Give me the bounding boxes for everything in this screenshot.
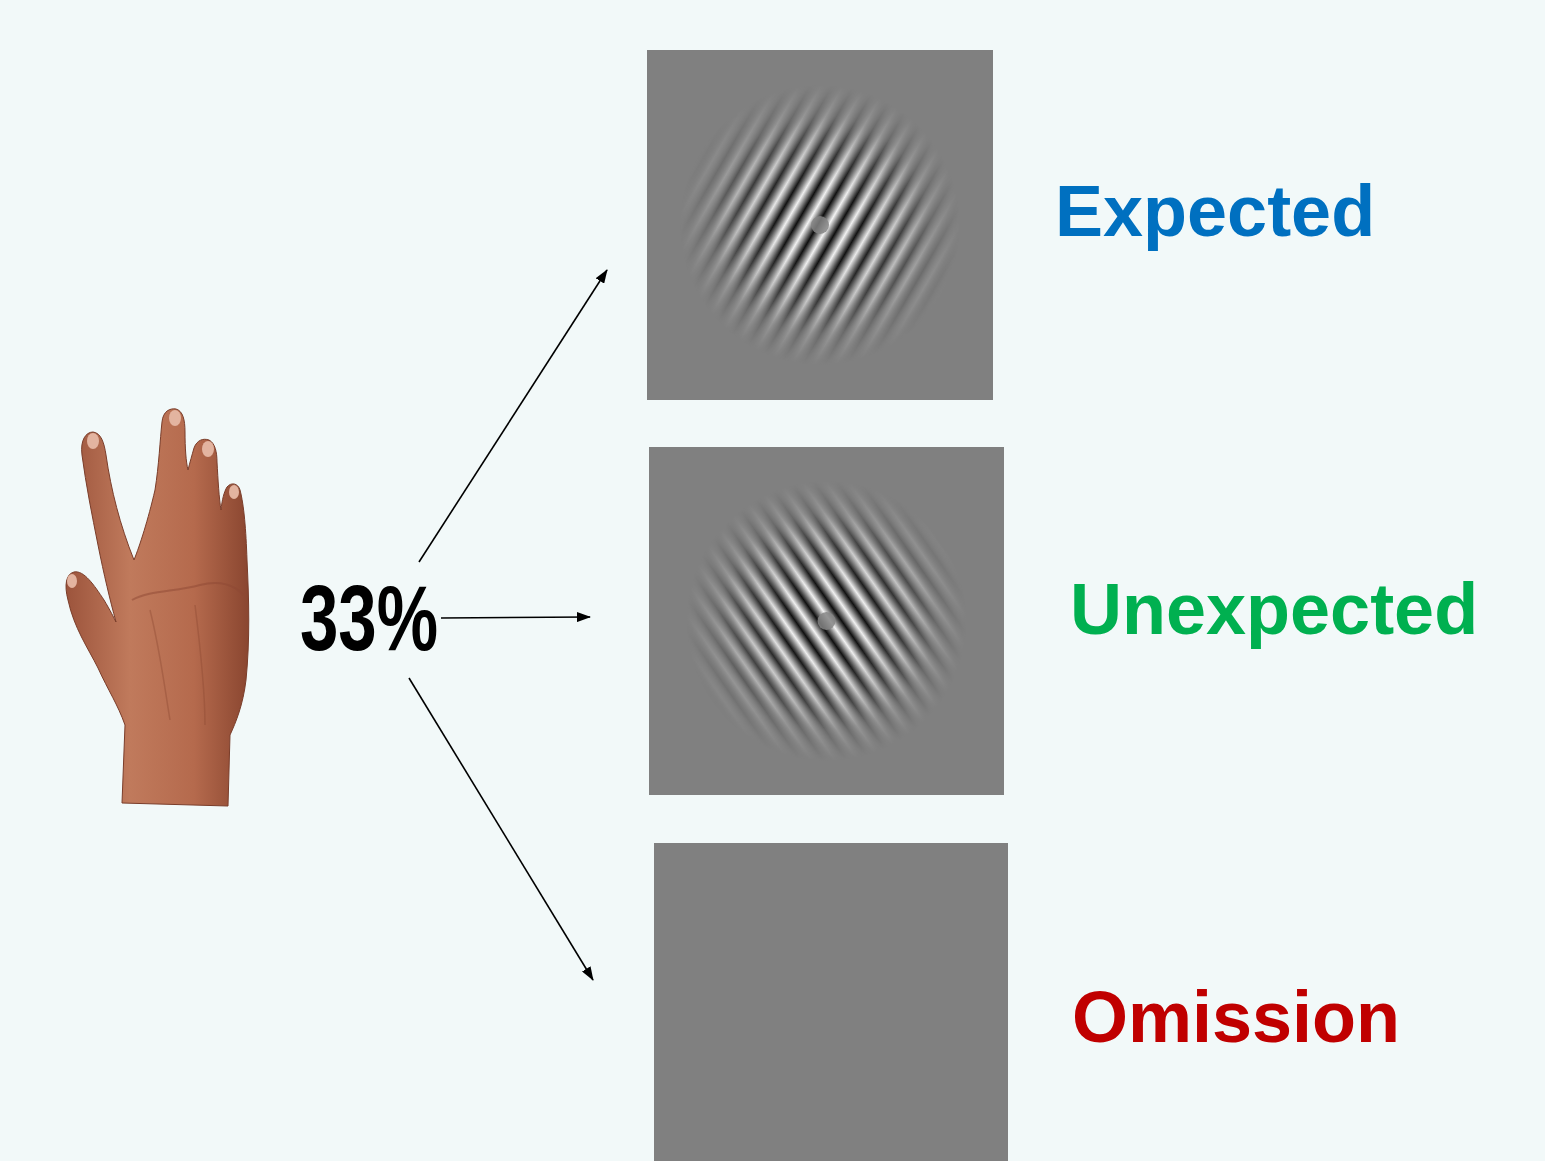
hand-shape	[66, 409, 249, 806]
grey-ground	[654, 843, 1008, 1161]
outcome-label: Omission	[1072, 978, 1400, 1057]
arrow-connector	[409, 678, 593, 980]
outcome-label: Unexpected	[1070, 570, 1478, 649]
arrow-connector	[419, 270, 607, 562]
gabor-patch	[654, 843, 1008, 1161]
fingernail	[67, 574, 77, 588]
grating-stripes	[649, 447, 1004, 795]
knuckle-shading	[132, 583, 243, 600]
gabor-patch	[647, 50, 993, 400]
tendon-shading	[150, 605, 205, 725]
probability-label: 33%	[300, 572, 438, 664]
hand	[66, 409, 249, 806]
grey-ground	[649, 447, 1004, 795]
fingernail	[169, 410, 181, 426]
fixation-spot	[818, 612, 836, 630]
grey-ground	[647, 50, 993, 400]
fingernail	[87, 433, 99, 449]
stimulus-box: Expected	[647, 50, 993, 400]
stimulus-box: Omission	[654, 843, 1008, 1161]
fingernail	[202, 441, 214, 457]
grating-stripes	[647, 50, 993, 400]
gabor-patch	[649, 447, 1004, 795]
fingernail	[229, 485, 239, 499]
arrow-connector	[441, 617, 590, 618]
stimulus-box: Unexpected	[649, 447, 1004, 795]
outcome-label: Expected	[1055, 172, 1375, 251]
probability-label-box: 33%	[300, 572, 439, 664]
fixation-spot	[811, 216, 829, 234]
